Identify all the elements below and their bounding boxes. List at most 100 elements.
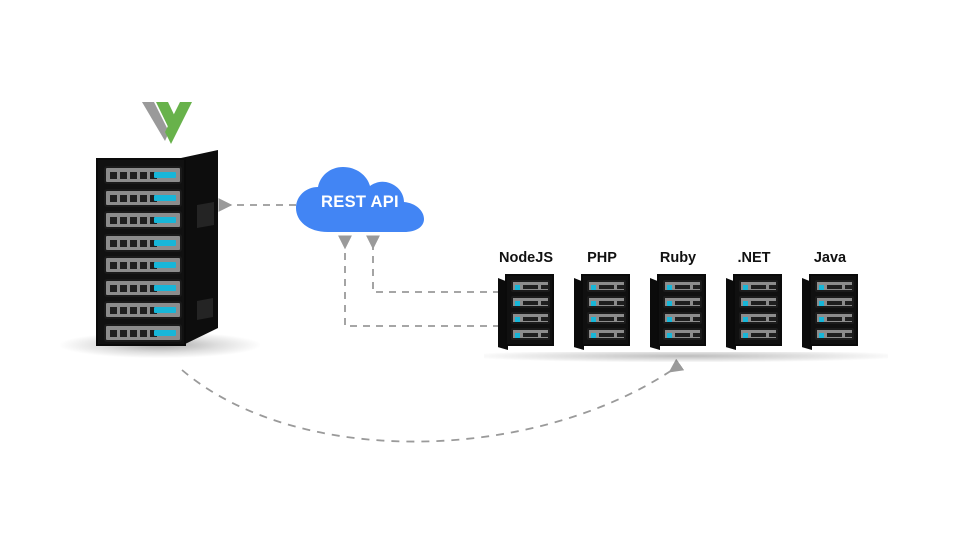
backend-server-side-panel [498, 278, 508, 350]
backend-server-vent-bar-small [769, 285, 776, 289]
backend-server-slot [511, 312, 550, 324]
backend-server-slot [739, 280, 778, 292]
backend-server-led [667, 300, 672, 306]
backend-server-led [743, 332, 748, 338]
backend-server-nodejs[interactable]: NodeJS [498, 250, 554, 350]
backend-server-vent-bar [751, 333, 766, 337]
backend-server-led [743, 284, 748, 290]
backend-server-side-panel [726, 278, 736, 350]
connector-client-to-backend-curve [181, 358, 685, 443]
backend-server-vent-bar-small [845, 285, 852, 289]
backend-server-vent-bar [751, 301, 766, 305]
client-server-slot [104, 323, 182, 342]
backend-server-vent-bar [523, 333, 538, 337]
backend-server-slot [815, 312, 854, 324]
backend-server-slot [511, 296, 550, 308]
backend-server-slot [587, 296, 626, 308]
backend-server-vent-bar [827, 301, 842, 305]
client-server-led [154, 194, 176, 201]
backend-server-vent-bar-small [769, 301, 776, 305]
client-server-led [154, 239, 176, 246]
backend-server-label: .NET [737, 250, 771, 266]
backend-server-led [819, 332, 824, 338]
backend-server-vent-bar-small [541, 333, 548, 337]
backend-server-vent-bar [599, 301, 614, 305]
vue-logo [138, 100, 196, 150]
backend-server-vent-bar-small [693, 333, 700, 337]
backend-server-led [591, 332, 596, 338]
backend-server-front [809, 274, 858, 346]
backend-server-slot [511, 328, 550, 340]
client-server-vent-dots [110, 262, 157, 269]
client-server-rack[interactable] [60, 150, 260, 358]
backend-server-front [505, 274, 554, 346]
client-server-vent-dots [110, 307, 157, 314]
cloud-icon [296, 167, 424, 232]
backend-server-slot [587, 312, 626, 324]
backend-server-led [667, 332, 672, 338]
backend-server-led [819, 316, 824, 322]
client-server-vent-dots [110, 217, 157, 224]
backend-server-vent-bar [599, 285, 614, 289]
client-server-slot [104, 211, 182, 229]
client-server-slot [104, 233, 182, 252]
backend-server-vent-bar-small [769, 333, 776, 337]
backend-server-vent-bar-small [617, 285, 624, 289]
backend-server-front [733, 274, 782, 346]
backend-server-led [515, 300, 520, 306]
backend-server-led [667, 284, 672, 290]
backend-server-vent-bar-small [541, 285, 548, 289]
backend-server-vent-bar-small [541, 301, 548, 305]
backend-server-vent-bar [751, 317, 766, 321]
backend-server-led [743, 316, 748, 322]
backend-server-vent-bar [675, 301, 690, 305]
backend-server-slot [739, 328, 778, 340]
backend-server-slot [739, 312, 778, 324]
backend-server-led [515, 332, 520, 338]
backend-server-led [515, 284, 520, 290]
rest-api-label: REST API [321, 192, 399, 211]
backend-server-vent-bar [675, 333, 690, 337]
backend-server-php[interactable]: PHP [574, 250, 630, 350]
client-server-led [154, 284, 176, 291]
backend-server-slot [663, 328, 702, 340]
backend-server-java[interactable]: Java [802, 250, 858, 350]
backend-server-vent-bar [523, 285, 538, 289]
backend-server-vent-bar [751, 285, 766, 289]
backend-server-led [819, 284, 824, 290]
client-server-vent-dots [110, 239, 157, 247]
backend-server-vent-bar [523, 317, 538, 321]
client-server-vent-dots [110, 329, 157, 337]
backend-server-slot [815, 328, 854, 340]
backend-server-vent-bar [599, 317, 614, 321]
backend-server-vent-bar [675, 317, 690, 321]
client-server-slot [104, 166, 182, 184]
backend-server-vent-bar-small [693, 301, 700, 305]
backend-row-shadow [484, 352, 888, 362]
client-server-slot [104, 256, 182, 274]
client-server-slot [104, 188, 182, 207]
backend-server-net[interactable]: .NET [726, 250, 782, 350]
client-server-led [154, 329, 176, 336]
backend-server-slot [663, 312, 702, 324]
rest-api-cloud[interactable]: REST API [292, 164, 428, 236]
backend-server-vent-bar-small [541, 317, 548, 321]
client-server-slot [104, 278, 182, 297]
backend-server-label: Java [813, 250, 847, 266]
backend-server-led [591, 284, 596, 290]
backend-server-led [819, 300, 824, 306]
client-server-led [154, 217, 176, 223]
backend-server-row: NodeJS PHP Ruby .NET Java [484, 248, 888, 362]
client-server-vent-dots [110, 194, 157, 202]
backend-server-slot [739, 296, 778, 308]
backend-server-vent-bar-small [617, 301, 624, 305]
backend-server-slot [663, 280, 702, 292]
backend-server-label: Ruby [659, 250, 697, 266]
client-server-led [154, 262, 176, 268]
backend-server-slot [663, 296, 702, 308]
backend-server-ruby[interactable]: Ruby [650, 250, 706, 350]
backend-server-led [667, 316, 672, 322]
backend-server-led [743, 300, 748, 306]
